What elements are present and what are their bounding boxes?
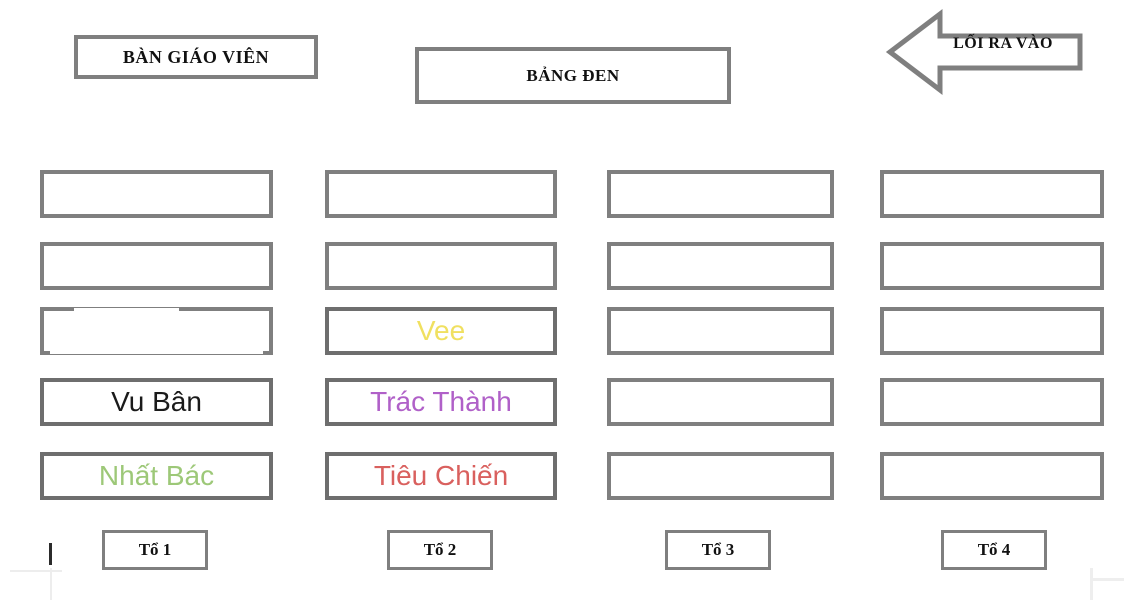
desk-empty[interactable] bbox=[607, 452, 834, 500]
group-label-text: Tổ 3 bbox=[701, 540, 735, 559]
desk-student-name: Tiêu Chiến bbox=[373, 460, 509, 491]
desk-empty[interactable] bbox=[880, 242, 1104, 290]
desk-student-name: Vee bbox=[416, 315, 466, 346]
group-label-box-4[interactable]: Tổ 4 bbox=[941, 530, 1047, 570]
teacher-desk-box[interactable]: BÀN GIÁO VIÊN bbox=[74, 35, 318, 79]
blackboard-label: BẢNG ĐEN bbox=[526, 65, 620, 85]
desk-empty[interactable] bbox=[880, 378, 1104, 426]
desk-empty[interactable] bbox=[607, 170, 834, 218]
desk-empty[interactable] bbox=[325, 170, 557, 218]
desk-occupied[interactable]: Vee bbox=[325, 307, 557, 355]
desk-occupied[interactable]: Vu Bân bbox=[40, 378, 273, 426]
entrance-label: LỐI RA VÀO bbox=[953, 35, 1053, 52]
desk-empty[interactable] bbox=[880, 452, 1104, 500]
group-label-text: Tổ 1 bbox=[138, 540, 172, 559]
desk-occupied[interactable]: Trác Thành bbox=[325, 378, 557, 426]
desk-empty[interactable] bbox=[880, 170, 1104, 218]
desk-empty[interactable] bbox=[40, 242, 273, 290]
blackboard-box[interactable]: BẢNG ĐEN bbox=[415, 47, 731, 104]
group-label-box-1[interactable]: Tổ 1 bbox=[102, 530, 208, 570]
desk-occupied[interactable]: Nhất Bác bbox=[40, 452, 273, 500]
desk-occupied[interactable]: Tiêu Chiến bbox=[325, 452, 557, 500]
desk-student-name: Trác Thành bbox=[370, 386, 512, 417]
arrow-left-icon bbox=[885, 8, 1083, 96]
desk-student-name: Nhất Bác bbox=[98, 460, 215, 491]
desk-empty[interactable] bbox=[607, 307, 834, 355]
desk-empty[interactable] bbox=[40, 170, 273, 218]
desk-empty[interactable] bbox=[607, 242, 834, 290]
group-label-box-3[interactable]: Tổ 3 bbox=[665, 530, 771, 570]
group-label-text: Tổ 4 bbox=[977, 540, 1011, 559]
guide-line-bottom-left-vertical bbox=[50, 568, 52, 600]
desk-empty[interactable] bbox=[325, 242, 557, 290]
corner-tick-mark bbox=[49, 543, 52, 565]
desk-empty[interactable] bbox=[40, 307, 273, 355]
teacher-desk-label: BÀN GIÁO VIÊN bbox=[122, 46, 270, 67]
group-label-box-2[interactable]: Tổ 2 bbox=[387, 530, 493, 570]
desk-empty[interactable] bbox=[880, 307, 1104, 355]
desk-student-name: Vu Bân bbox=[111, 386, 202, 417]
guide-line-bottom-right-vertical bbox=[1090, 568, 1093, 600]
group-label-text: Tổ 2 bbox=[423, 540, 457, 559]
guide-line-bottom-right-horizontal bbox=[1090, 578, 1124, 581]
entrance-arrow[interactable]: LỐI RA VÀO bbox=[884, 8, 1084, 96]
desk-empty[interactable] bbox=[607, 378, 834, 426]
guide-line-bottom-left-horizontal bbox=[10, 570, 62, 572]
